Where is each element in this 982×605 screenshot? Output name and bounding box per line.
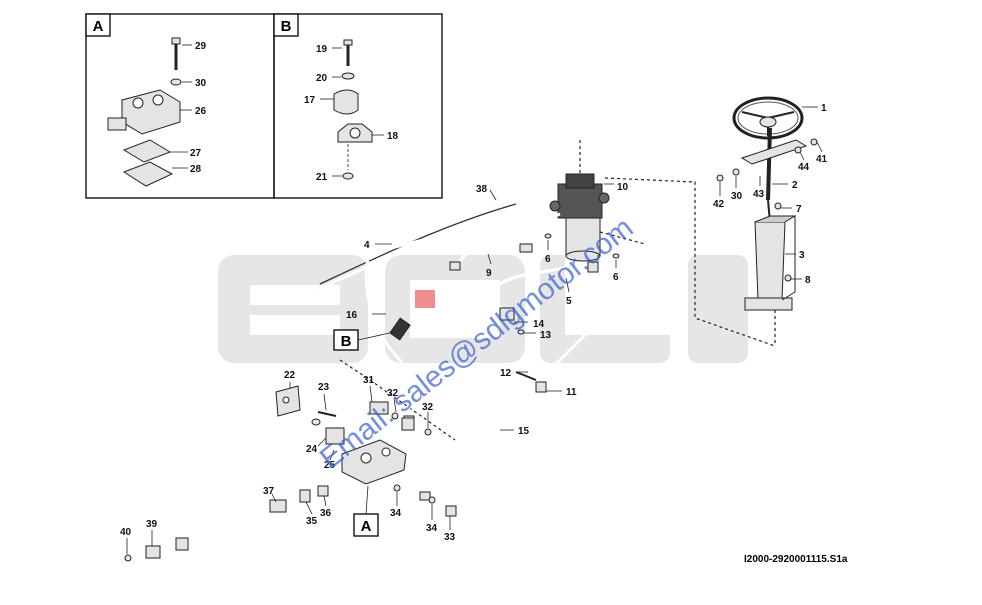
gasket-27: [122, 139, 172, 163]
leader-lines: [126, 189, 617, 554]
detail-box-a: A 29 30 26 27 28: [85, 13, 275, 199]
alignment-line-upper: [579, 140, 776, 347]
clamp-b: [389, 317, 411, 341]
callout-a: A: [353, 485, 379, 537]
brand-watermark: [218, 255, 748, 363]
column-base: [744, 297, 793, 311]
label-16: 16: [346, 310, 358, 321]
fitting-39: [145, 545, 161, 559]
label-19: 19: [316, 44, 328, 55]
label-22: 22: [284, 370, 296, 381]
clamp-11: [535, 381, 547, 393]
label-21: 21: [316, 172, 328, 183]
label-4: 4: [364, 240, 370, 251]
column-housing-3: [754, 221, 786, 301]
detail-box-a-letter: A: [93, 18, 104, 35]
label-7: 7: [796, 204, 802, 215]
bolt-23: [317, 411, 337, 417]
fitting-35: [299, 489, 311, 503]
callout-b: B: [333, 329, 395, 351]
label-6-upper: 6: [545, 254, 551, 265]
label-31: 31: [363, 375, 375, 386]
label-28: 28: [190, 164, 202, 175]
watermark-letter-g: [688, 255, 748, 363]
label-32-right: 32: [422, 402, 434, 413]
label-18: 18: [387, 131, 399, 142]
label-34-right: 34: [426, 523, 438, 534]
label-12: 12: [500, 368, 512, 379]
label-34-left: 34: [390, 508, 402, 519]
column-shaft-2: [766, 127, 772, 201]
washer-20: [341, 72, 355, 80]
label-6-lower: 6: [613, 272, 619, 283]
steering-unit-10: 10: [549, 173, 629, 262]
label-30-column: 30: [731, 191, 743, 202]
label-42: 42: [713, 199, 725, 210]
fittings: [124, 233, 620, 562]
detail-box-b-letter: B: [281, 18, 292, 35]
label-41: 41: [816, 154, 828, 165]
label-5: 5: [566, 296, 572, 307]
label-30: 30: [195, 78, 207, 89]
label-36: 36: [320, 508, 332, 519]
steering-column-assembly: 1 41 44 2 43 42 30 7 3 8: [713, 96, 828, 311]
label-37: 37: [263, 486, 275, 497]
callout-a-letter: A: [361, 518, 372, 535]
label-8: 8: [805, 275, 811, 286]
label-20: 20: [316, 73, 328, 84]
alignment-line-lower: [339, 359, 456, 441]
label-14: 14: [533, 319, 545, 330]
part-24: [325, 427, 345, 445]
label-39: 39: [146, 519, 158, 530]
label-33: 33: [444, 532, 456, 543]
fitting-31: [369, 401, 389, 415]
label-13: 13: [540, 330, 552, 341]
label-10: 10: [617, 182, 629, 193]
nut-21: [342, 172, 354, 180]
label-43: 43: [753, 189, 765, 200]
label-40: 40: [120, 527, 132, 538]
label-25: 25: [324, 460, 336, 471]
detail-box-b: B 19 20 17 18 21: [273, 13, 443, 199]
part-labels: 38 4 9 6 6 5 14 13 16 12 11 15 22 23 31 …: [120, 184, 619, 543]
bracket-43: [740, 139, 808, 165]
label-27: 27: [190, 148, 202, 159]
label-23: 23: [318, 382, 330, 393]
valve-assembly-lower: [275, 385, 415, 485]
label-2: 2: [792, 180, 798, 191]
label-15: 15: [518, 426, 530, 437]
label-17: 17: [304, 95, 316, 106]
washer-30: [170, 78, 182, 86]
clamp-17: [333, 89, 359, 115]
label-26: 26: [195, 106, 207, 117]
label-44: 44: [798, 162, 810, 173]
callout-b-letter: B: [341, 333, 352, 350]
label-29: 29: [195, 41, 207, 52]
plate-28: [122, 161, 174, 187]
label-11: 11: [566, 387, 577, 398]
label-3: 3: [799, 250, 805, 261]
label-35: 35: [306, 516, 318, 527]
drawing-code: I2000-2920001115.S1a: [744, 554, 848, 565]
label-9: 9: [486, 268, 492, 279]
valve-block-26: [121, 89, 181, 135]
label-38: 38: [476, 184, 488, 195]
label-1: 1: [821, 103, 827, 114]
label-24: 24: [306, 444, 318, 455]
label-32-left: 32: [387, 388, 399, 399]
fitting-14: [499, 307, 515, 321]
